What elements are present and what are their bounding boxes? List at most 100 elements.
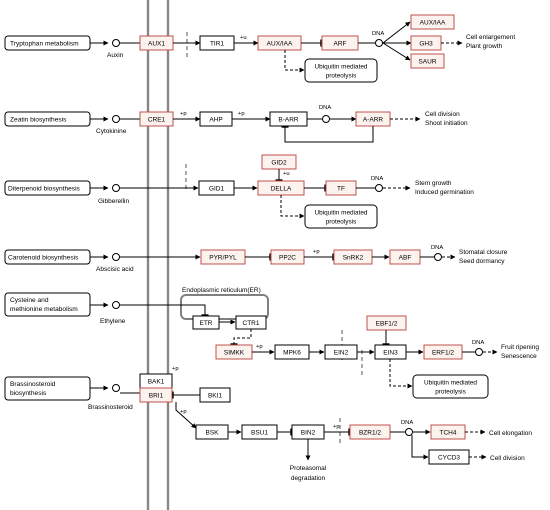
- response-zeatin-2: Shoot initiation: [425, 120, 468, 127]
- compound-brassinosteroid[interactable]: [112, 384, 120, 392]
- ubiquitin-box-3[interactable]: [412, 374, 489, 399]
- cell-membrane: [146, 0, 170, 510]
- gene-bki1[interactable]: [199, 387, 231, 403]
- response-eth-2: Senescence: [501, 353, 537, 360]
- mark-plus-p-5: +p: [172, 366, 179, 372]
- ubiquitin-2-line1: Ubiquitin mediated: [315, 210, 368, 217]
- gene-ein2-label: EIN2: [334, 350, 349, 357]
- compound-abscisic[interactable]: [112, 253, 120, 261]
- er-label: Endoplasmic reticulum(ER): [182, 287, 261, 294]
- response-br-2: Cell division: [490, 455, 525, 462]
- mark-plus-u-2: +u: [283, 171, 290, 177]
- gene-ctr1-label: CTR1: [243, 320, 260, 327]
- ubiquitin-1-line2: proteolysis: [326, 73, 357, 80]
- mark-plus-p-4: +p: [256, 344, 263, 350]
- compound-cytokinine[interactable]: [112, 115, 120, 123]
- gene-snrk2-label: SnRK2: [343, 255, 364, 262]
- compound-gibberellin[interactable]: [112, 184, 120, 192]
- compound-ethylene[interactable]: [112, 301, 120, 309]
- gene-tir1-label: TIR1: [210, 41, 224, 48]
- dna-node-auxin[interactable]: [375, 39, 383, 47]
- ubiquitin-1-line1: Ubiquitin mediated: [315, 64, 368, 71]
- gene-cre1-label: CRE1: [148, 117, 166, 124]
- gene-bki1-label: BKI1: [208, 393, 222, 400]
- gene-ebf-label: EBF1/2: [376, 321, 398, 328]
- response-auxin-2: Plant growth: [466, 43, 503, 50]
- gene-della-label: DELLA: [271, 186, 292, 193]
- gene-bzr-label: BZR1/2: [359, 430, 381, 437]
- dna-node-cytokinine[interactable]: [322, 115, 330, 123]
- ubiquitin-3-line1: Ubiquitin mediated: [424, 380, 477, 387]
- gene-aarr-label: A-ARR: [363, 117, 384, 124]
- dna-label-cytokinine: DNA: [319, 105, 331, 111]
- response-aba-1: Stomatal closure: [459, 249, 508, 256]
- pathway-label-zeatin: Zeatin biosynthesis: [10, 117, 67, 124]
- ubiquitin-box-1[interactable]: [304, 58, 378, 83]
- dna-label-gibberellin: DNA: [371, 176, 383, 182]
- gene-etr-label: ETR: [200, 320, 213, 327]
- proteasomal-line1: Proteasomal: [290, 465, 327, 472]
- gene-mpk6-label: MPK6: [283, 350, 301, 357]
- gene-bin2-label: BIN2: [301, 430, 316, 437]
- gene-bsu1-label: BSU1: [251, 430, 268, 437]
- gene-pyr-label: PYR/PYL: [209, 255, 237, 262]
- mark-plus-u-1: +u: [240, 35, 247, 41]
- compound-auxin[interactable]: [112, 39, 120, 47]
- gene-bri1[interactable]: [139, 387, 173, 403]
- gene-abf-label: ABF: [399, 255, 412, 262]
- hormone-label-brassinosteroid: Brassinosteroid: [88, 404, 133, 411]
- dna-node-ethylene[interactable]: [475, 348, 483, 356]
- pathway-label-diterpenoid: Diterpenoid biosynthesis: [8, 186, 81, 193]
- response-eth-1: Fruit ripening: [501, 344, 539, 351]
- nucleus-separators: [185, 32, 363, 444]
- gene-saur[interactable]: [410, 53, 445, 69]
- gene-erf-label: ERF1/2: [432, 350, 454, 357]
- response-aba-2: Seed dormancy: [459, 258, 505, 265]
- dna-node-gibberellin[interactable]: [375, 184, 383, 192]
- dna-label-auxin: DNA: [372, 31, 384, 37]
- pathway-label-cysteine-2: methionine metabolism: [10, 306, 78, 313]
- dna-node-abscisic[interactable]: [434, 253, 442, 261]
- mark-plus-p-6: +p: [180, 409, 187, 415]
- gene-bak1-label: BAK1: [148, 379, 165, 386]
- gene-pp2c-label: PP2C: [279, 255, 296, 262]
- response-auxin-1: Cell enlargement: [466, 34, 515, 41]
- hormone-label-abscisic: Abscisic acid: [96, 266, 134, 273]
- response-gib-2: Induced germination: [415, 189, 474, 196]
- gene-ahp-label: AHP: [209, 117, 222, 124]
- hormone-label-ethylene: Ethylene: [100, 318, 126, 325]
- hormone-label-gibberellin: Gibberellin: [98, 198, 129, 205]
- pathway-label-brass-2: biosynthesis: [10, 390, 47, 397]
- gene-auxiaa-label: AUX/IAA: [267, 41, 293, 48]
- hormone-label-auxin: Auxin: [107, 52, 124, 59]
- pathway-label-tryptophan: Tryptophan metabolism: [10, 41, 79, 48]
- gene-ein3-label: EIN3: [383, 350, 398, 357]
- gene-simkk-label: SIMKK: [224, 350, 245, 357]
- dna-label-ethylene: DNA: [472, 340, 484, 346]
- pathway-label-brass-1: Brassinosteroid: [10, 381, 56, 388]
- gene-bri1-label: BRI1: [149, 393, 164, 400]
- hormone-label-cytokinine: Cytokinine: [96, 128, 127, 135]
- mark-plus-p-7: +p: [333, 424, 340, 430]
- mark-plus-p-3: +p: [313, 249, 320, 255]
- ubiquitin-2-line2: proteolysis: [326, 219, 357, 226]
- gene-auxiaa-target-label: AUX/IAA: [420, 20, 446, 27]
- ubiquitin-3-line2: proteolysis: [435, 389, 466, 396]
- gene-arf-label: ARF: [334, 41, 347, 48]
- dna-label-brassinosteroid: DNA: [401, 420, 413, 426]
- response-zeatin-1: Cell division: [425, 111, 460, 118]
- mark-plus-p-2: +p: [238, 111, 245, 117]
- gene-gh3-label: GH3: [419, 41, 433, 48]
- ubiquitin-box-2[interactable]: [304, 204, 378, 229]
- gene-tch4-label: TCH4: [440, 430, 457, 437]
- dna-label-abscisic: DNA: [431, 245, 443, 251]
- gene-gid2-label: GID2: [271, 160, 287, 167]
- gene-auxiaa-target[interactable]: [410, 14, 455, 30]
- pathway-label-carotenoid: Carotenoid biosynthesis: [8, 255, 79, 262]
- dna-node-brassinosteroid[interactable]: [405, 428, 413, 436]
- mark-plus-p-1: +p: [180, 111, 187, 117]
- proteasomal-line2: degradation: [291, 475, 326, 482]
- gene-saur-label: SAUR: [418, 59, 436, 66]
- gene-tf-label: TF: [337, 186, 345, 193]
